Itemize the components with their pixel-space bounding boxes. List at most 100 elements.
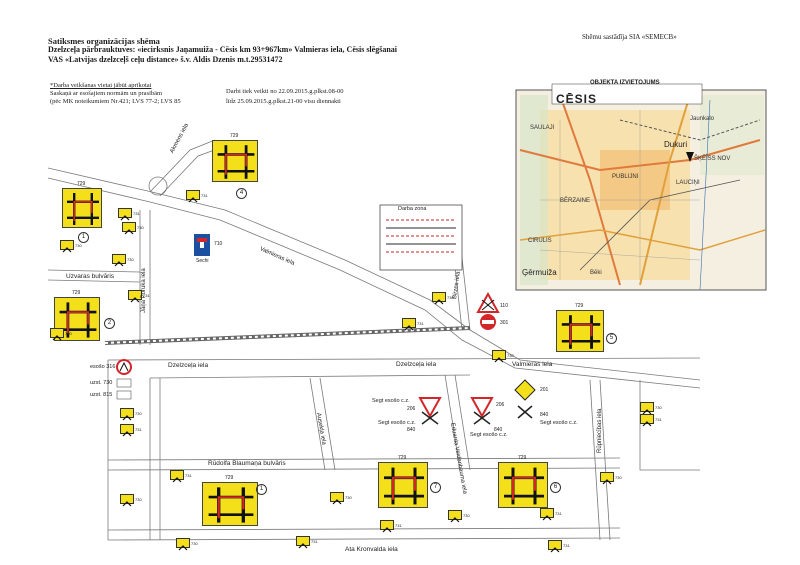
detour-sign-code: 729 <box>77 181 86 187</box>
direction-sign-code: 730 <box>447 295 454 300</box>
sign-840-code-3: 840 <box>540 412 549 418</box>
direction-sign-code: 731 <box>201 193 208 198</box>
inset-map <box>515 83 767 291</box>
give-way-sign-2 <box>470 397 494 425</box>
work-period-line-2: līdz 25.09.2015.g.plkst.21-00 visu dienn… <box>226 98 341 105</box>
detour-sign-6 <box>498 462 548 508</box>
detour-sign-code: 729 <box>230 133 239 139</box>
notes-block: *Darba veikšanas vietai jābūt aprīkotai … <box>50 82 230 106</box>
prepared-by: Shēmu sastādīja SIA «SEMECB» <box>582 33 677 41</box>
cover-existing-3: Segt esošo c.z. <box>470 432 508 438</box>
detour-route-number: 1 <box>256 484 267 495</box>
detour-sign-code: 729 <box>575 303 584 309</box>
direction-sign-731 <box>120 424 134 437</box>
direction-sign-731 <box>402 318 416 331</box>
detour-sign-code: 729 <box>398 455 407 461</box>
direction-sign-731 <box>640 414 654 427</box>
direction-sign-code: 730 <box>65 331 72 336</box>
direction-sign-code: 731 <box>563 543 570 548</box>
direction-sign-code: 731 <box>185 473 192 478</box>
detour-route-number: 4 <box>236 188 247 199</box>
direction-sign-code: 730 <box>137 225 144 230</box>
street-ata: Ata Kronvalda iela <box>345 546 398 553</box>
direction-sign-code: 730 <box>75 243 82 248</box>
direction-sign-731 <box>296 536 310 549</box>
direction-sign-code: 730 <box>135 411 142 416</box>
detour-sign-1 <box>62 188 102 228</box>
inset-district-publijni: PUBLIJNI <box>612 174 639 180</box>
street-poruka: Jāņa Poruka iela <box>141 268 147 313</box>
detour-route-number: 2 <box>104 318 115 329</box>
street-uzvaras: Uzvaras bulvāris <box>66 273 115 280</box>
street-valmieras-2: Valmieras iela <box>512 361 553 368</box>
direction-sign-731 <box>186 190 200 203</box>
work-period: Darbi tiek veikti no 22.09.2015.g.plkst.… <box>226 87 344 107</box>
sign-840-code-1: 840 <box>407 427 416 433</box>
inset-district-cirulis: CIRULIS <box>528 238 552 244</box>
detour-sign-4 <box>212 140 258 182</box>
sign-840-code-2: 840 <box>494 427 503 433</box>
scheme-subject: Dzelzceļa pārbrauktuves: «iecirksnis Jaņ… <box>48 45 397 54</box>
direction-sign-code: 731 <box>655 417 662 422</box>
direction-sign-730 <box>492 350 506 363</box>
legend-existing-316: esošo 316 <box>90 364 116 370</box>
direction-sign-730 <box>122 222 136 235</box>
direction-sign-730 <box>640 402 654 415</box>
direction-sign-730 <box>60 240 74 253</box>
direction-sign-731 <box>540 508 554 521</box>
note-line-3: (pēc MK noteikumiem Nr.421; LVS 77-2; LV… <box>50 98 181 105</box>
direction-sign-730 <box>432 292 446 305</box>
legend-install-730: uzst. 730 <box>90 380 113 386</box>
direction-sign-code: 731 <box>143 293 150 298</box>
street-rudolfa: Rūdolfa Blaumaņa bulvāris <box>208 460 286 467</box>
direction-sign-code: 730 <box>507 353 514 358</box>
dead-end-sign <box>194 234 210 256</box>
work-sign-code-2: 206 <box>496 402 505 408</box>
inset-district-beki: Bēki <box>590 270 602 276</box>
street-dzelzcela: Dzelzceļa iela <box>168 362 209 369</box>
direction-sign-731 <box>170 470 184 483</box>
cover-existing-1: Segt esošo c.z. <box>372 398 410 404</box>
inset-map-title: CĒSIS <box>556 92 598 106</box>
detour-sign-1b <box>202 482 258 526</box>
detour-route-number: 1 <box>78 232 89 243</box>
inset-district-laucini: LAUCIŅI <box>676 180 700 186</box>
note-line-1: *Darba veikšanas vietai jābūt aprīkotai <box>50 82 152 89</box>
detour-sign-5 <box>556 310 604 352</box>
priority-road-sign <box>514 379 536 419</box>
direction-sign-730 <box>50 328 64 341</box>
no-entry-sign <box>480 314 496 330</box>
detour-route-number: 7 <box>430 482 441 493</box>
direction-sign-730 <box>448 510 462 523</box>
priority-sign-code: 201 <box>540 387 549 393</box>
inset-map-heading: OBJEKTA IZVIETOJUMS <box>590 80 660 86</box>
direction-sign-730 <box>176 538 190 551</box>
give-way-cross-code: 110 <box>500 303 508 309</box>
roundabout <box>148 176 168 196</box>
cover-existing-4: Segt esošo c.z. <box>540 420 578 426</box>
direction-sign-731 <box>548 540 562 553</box>
direction-sign-731 <box>380 520 394 533</box>
triangle-sign-cross <box>476 291 500 313</box>
detour-sign-code: 729 <box>518 455 527 461</box>
direction-sign-code: 730 <box>191 541 198 546</box>
detour-route-number: 6 <box>550 482 561 493</box>
direction-sign-code: 730 <box>127 257 134 262</box>
give-way-sign-1 <box>418 397 442 425</box>
direction-sign-731 <box>118 208 132 221</box>
work-sign-code-1: 206 <box>407 406 416 412</box>
street-dzelzcela-2: Dzelzceļa iela <box>396 361 437 368</box>
direction-sign-code: 730 <box>463 513 470 518</box>
direction-sign-code: 731 <box>395 523 402 528</box>
page-title: Satiksmes organizācijas shēma <box>48 36 160 46</box>
direction-sign-731 <box>128 290 142 303</box>
note-line-2: Saskaņā ar esošajiem normām un prasībām <box>50 90 163 97</box>
inset-district-germuiza: Ģērmuiža <box>522 268 557 277</box>
direction-sign-code: 731 <box>311 539 318 544</box>
no-entry-code: 301 <box>500 320 509 326</box>
direction-sign-code: 730 <box>615 475 622 480</box>
direction-sign-code: 731 <box>555 511 562 516</box>
responsible-person: VAS «Latvijas dzelzceļš ceļu distance» š… <box>48 55 283 64</box>
